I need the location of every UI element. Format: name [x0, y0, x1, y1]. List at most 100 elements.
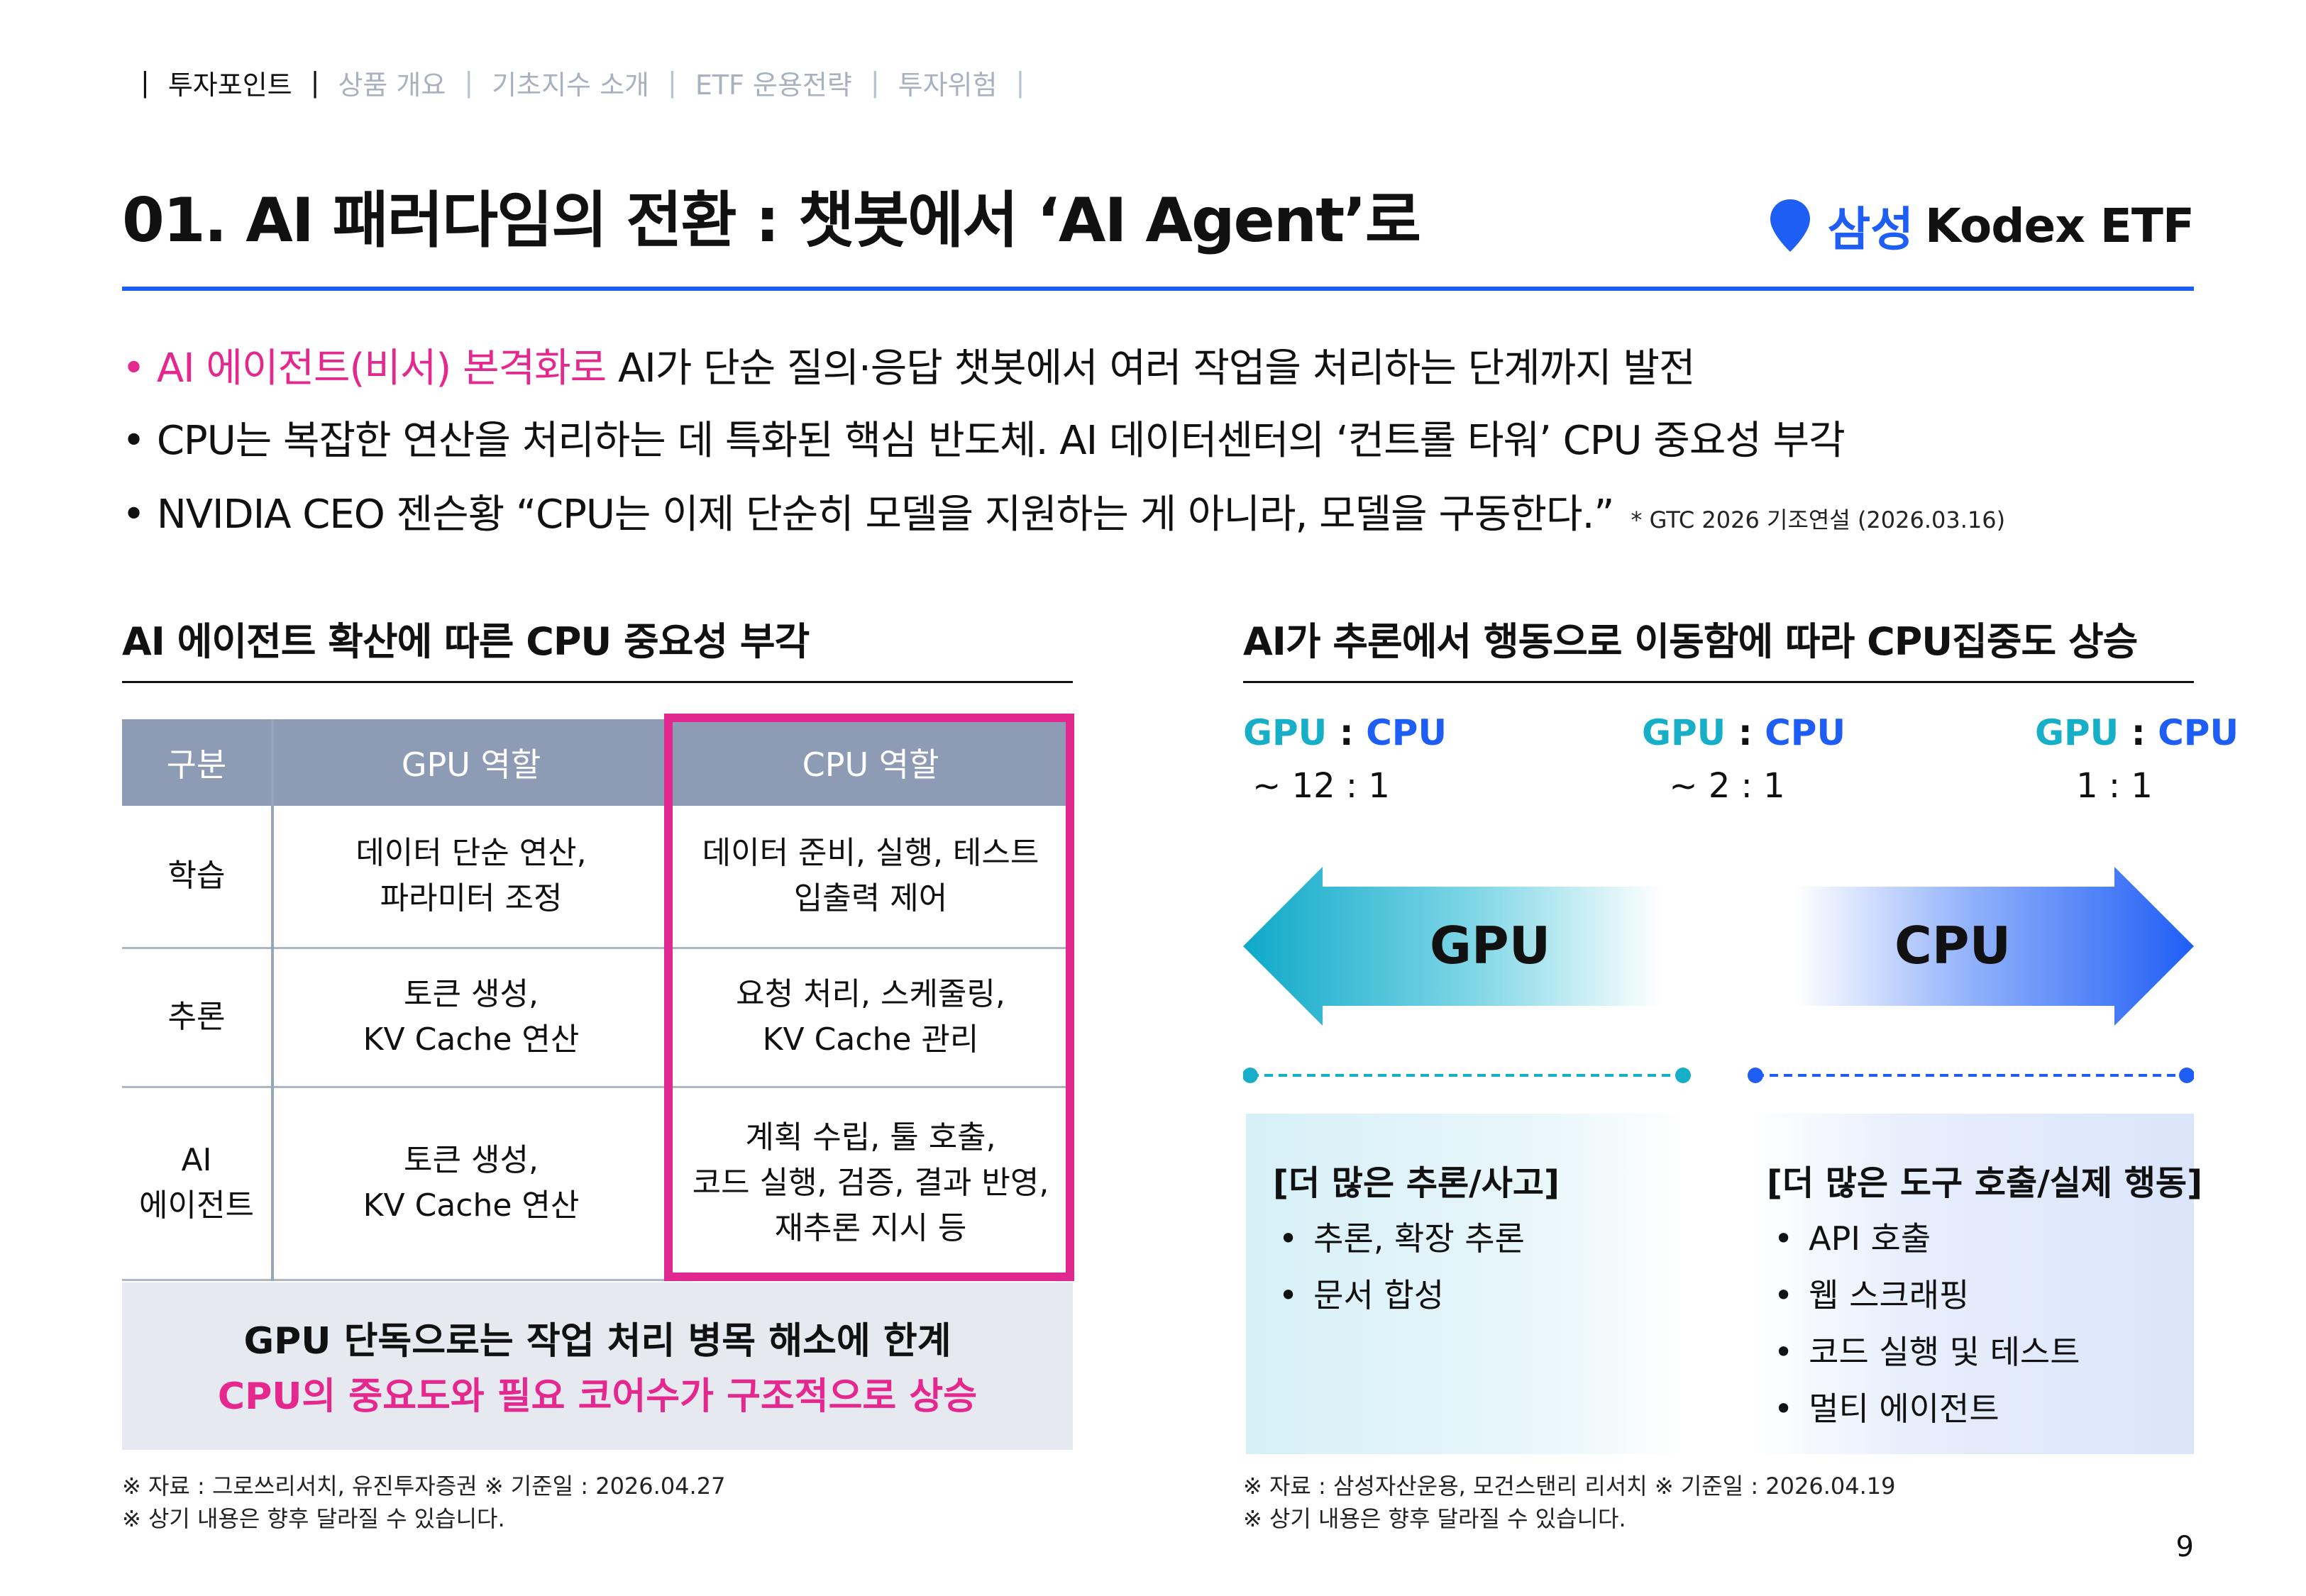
left-source-note: ※ 자료 : 그로쓰리서치, 유진투자증권 ※ 기준일 : 2026.04.27… — [122, 1470, 725, 1535]
ratio-colon: : — [2119, 712, 2158, 753]
quote-footnote: * GTC 2026 기조연설 (2026.03.16) — [1631, 506, 2006, 533]
nav-item-investment-points[interactable]: 투자포인트 — [167, 69, 292, 101]
cpu-column-highlight — [664, 714, 1074, 1281]
gpu-role-cell: 토큰 생성, KV Cache 연산 — [272, 1087, 668, 1281]
dot — [1748, 1068, 1763, 1083]
source-line: ※ 자료 : 그로쓰리서치, 유진투자증권 ※ 기준일 : 2026.04.27 — [122, 1473, 726, 1500]
list-item: 문서 합성 — [1279, 1267, 1525, 1324]
reasoning-panel: [더 많은 추론/사고] 추론, 확장 추론 문서 합성 — [1246, 1114, 1686, 1454]
bullet-ai-agent: • AI 에이전트(비서) 본격화로 AI가 단순 질의·응답 챗봇에서 여러 … — [122, 336, 1696, 394]
nav-separator: | — [464, 67, 474, 98]
list-item: 코드 실행 및 테스트 — [1774, 1324, 2080, 1380]
nav-item-product-overview[interactable]: 상품 개요 — [338, 69, 446, 101]
ratio-gpu: GPU — [1642, 712, 1726, 753]
brand-logo: 삼성 Kodex ETF — [1769, 192, 2195, 260]
right-arrow — [1795, 867, 2194, 1026]
cpu-role-cell: 요청 처리, 스케줄링, KV Cache 관리 — [668, 948, 1073, 1088]
cell-line: KV Cache 연산 — [363, 1187, 580, 1224]
cell-line: 추론 — [167, 999, 226, 1035]
cell-line: 입출력 제어 — [793, 880, 948, 917]
ratio-value: ~ 2 : 1 — [1669, 766, 1785, 806]
cpu-role-cell: 계획 수립, 툴 호출, 코드 실행, 검증, 결과 반영, 재추론 지시 등 — [668, 1087, 1073, 1281]
disclaimer-line: ※ 상기 내용은 향후 달라질 수 있습니다. — [1243, 1505, 1626, 1532]
nav-separator: | — [310, 67, 320, 98]
cell-line: 토큰 생성, — [404, 1142, 539, 1178]
ratio-group: GPU : CPU 1 : 1 — [2035, 712, 2239, 806]
nav-item-index-intro[interactable]: 기초지수 소개 — [492, 69, 650, 101]
ratio-group: GPU : CPU ~ 12 : 1 — [1243, 712, 1447, 806]
table-row: 추론 토큰 생성, KV Cache 연산 요청 처리, 스케줄링, KV Ca… — [122, 948, 1073, 1088]
ratio-cpu: CPU — [1765, 712, 1846, 753]
panel-title: [더 많은 추론/사고] — [1273, 1163, 1560, 1203]
nav-separator: | — [870, 67, 880, 98]
brand-name-english: Kodex ETF — [1924, 198, 2195, 253]
cell-line: 요청 처리, 스케줄링, — [736, 976, 1005, 1012]
table-header: 구분 — [122, 719, 274, 806]
nav-separator: | — [1015, 67, 1025, 98]
summary-box: GPU 단독으로는 작업 처리 병목 해소에 한계 CPU의 중요도와 필요 코… — [122, 1282, 1073, 1450]
cell-line: 코드 실행, 검증, 결과 반영, — [692, 1165, 1049, 1201]
action-panel: [더 많은 도구 호출/실제 행동] API 호출 웹 스크래핑 코드 실행 및… — [1751, 1114, 2202, 1454]
ratio-gpu: GPU — [2035, 712, 2119, 753]
table-row: AI 에이전트 토큰 생성, KV Cache 연산 계획 수립, 툴 호출, … — [122, 1087, 1073, 1281]
list-item: 웹 스크래핑 — [1774, 1267, 2080, 1324]
nav-item-etf-strategy[interactable]: ETF 운용전략 — [695, 69, 852, 101]
ratio-value: ~ 12 : 1 — [1252, 766, 1390, 806]
top-nav: | 투자포인트 | 상품 개요 | 기초지수 소개 | ETF 운용전략 | 투… — [122, 62, 1043, 102]
dot — [1675, 1068, 1691, 1083]
dotted-connectors — [1243, 1068, 2194, 1083]
cell-line: KV Cache 연산 — [363, 1021, 580, 1058]
list-item: API 호출 — [1774, 1210, 2080, 1267]
row-label-cell: 추론 — [122, 948, 274, 1088]
cell-line: 데이터 단순 연산, — [355, 835, 587, 872]
ratio-label: GPU : CPU — [1243, 712, 1447, 753]
gpu-cpu-arrows: GPU CPU — [1243, 867, 2194, 1026]
left-section-title: AI 에이전트 확산에 따른 CPU 중요성 부각 — [122, 619, 810, 664]
ratio-cpu: CPU — [2158, 712, 2239, 753]
ratio-label: GPU : CPU — [1642, 712, 1846, 753]
brand-name-korean: 삼성 — [1827, 202, 1914, 257]
bullet-nvidia-quote: • NVIDIA CEO 젠슨황 “CPU는 이제 단순히 모델을 지원하는 게… — [122, 482, 2005, 540]
disclaimer-line: ※ 상기 내용은 향후 달라질 수 있습니다. — [122, 1505, 505, 1532]
ratio-gpu: GPU — [1243, 712, 1328, 753]
panel-list: 추론, 확장 추론 문서 합성 — [1279, 1210, 1525, 1324]
cell-line: 계획 수립, 툴 호출, — [745, 1119, 996, 1156]
arrow-label-gpu: GPU — [1430, 916, 1550, 975]
bullet-highlight: • AI 에이전트(비서) 본격화로 — [122, 345, 607, 392]
right-source-note: ※ 자료 : 삼성자산운용, 모건스탠리 리서치 ※ 기준일 : 2026.04… — [1243, 1470, 1896, 1535]
ratio-colon: : — [1726, 712, 1765, 753]
right-section-rule — [1243, 681, 2194, 683]
gpu-role-cell: 토큰 생성, KV Cache 연산 — [272, 948, 668, 1088]
nav-separator: | — [668, 67, 677, 98]
left-arrow — [1243, 867, 1662, 1026]
summary-line: GPU 단독으로는 작업 처리 병목 해소에 한계 — [243, 1320, 951, 1363]
left-section-rule — [122, 681, 1073, 683]
list-item: 추론, 확장 추론 — [1279, 1210, 1525, 1267]
ratio-cpu: CPU — [1366, 712, 1447, 753]
cpu-role-cell: 데이터 준비, 실행, 테스트 입출력 제어 — [668, 806, 1073, 949]
page-number: 9 — [2175, 1531, 2194, 1563]
ratio-value: 1 : 1 — [2076, 766, 2153, 806]
cell-line: 학습 — [167, 858, 226, 894]
list-item: 멀티 에이전트 — [1774, 1380, 2080, 1437]
title-divider — [122, 287, 2194, 291]
table-header-row: 구분 GPU 역할 CPU 역할 — [122, 719, 1073, 806]
right-section-title: AI가 추론에서 행동으로 이동함에 따라 CPU집중도 상승 — [1243, 619, 2138, 664]
gpu-role-cell: 데이터 단순 연산, 파라미터 조정 — [272, 806, 668, 949]
page-title: 01. AI 패러다임의 전환 : 챗봇에서 ‘AI Agent’로 — [122, 185, 1421, 256]
dot — [1243, 1068, 1258, 1083]
cell-line: 파라미터 조정 — [380, 880, 563, 917]
cell-line: 에이전트 — [139, 1187, 254, 1224]
panel-title: [더 많은 도구 호출/실제 행동] — [1767, 1163, 2203, 1203]
ratio-label: GPU : CPU — [2035, 712, 2239, 753]
location-pin-icon — [1770, 199, 1811, 252]
ratio-group: GPU : CPU ~ 2 : 1 — [1642, 712, 1846, 806]
nav-item-investment-risk[interactable]: 투자위험 — [898, 69, 998, 101]
cell-line: AI — [181, 1142, 212, 1178]
nav-separator: | — [140, 67, 150, 98]
row-label-cell: AI 에이전트 — [122, 1087, 274, 1281]
table-row: 학습 데이터 단순 연산, 파라미터 조정 데이터 준비, 실행, 테스트 입출… — [122, 806, 1073, 949]
summary-highlight-line: CPU의 중요도와 필요 코어수가 구조적으로 상승 — [217, 1375, 978, 1418]
panel-list: API 호출 웹 스크래핑 코드 실행 및 테스트 멀티 에이전트 — [1774, 1210, 2080, 1437]
table-header: GPU 역할 — [272, 719, 668, 806]
